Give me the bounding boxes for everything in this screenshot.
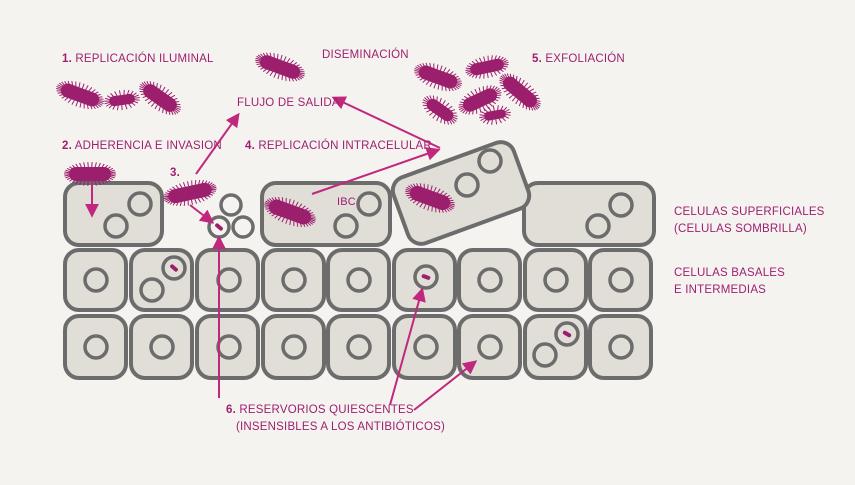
bacterium-icon — [64, 161, 116, 187]
nucleus-icon — [333, 213, 359, 239]
arrow-icon — [389, 287, 426, 406]
step2-label: 2. ADHERENCIA E INVASION — [62, 140, 222, 152]
arrow-icon — [413, 360, 478, 411]
nucleus-icon — [83, 334, 109, 360]
basal-cell — [129, 314, 194, 380]
nucleus-icon — [543, 267, 569, 293]
basal-cell — [523, 314, 588, 380]
step6-label: 6. RESERVORIOS QUIESCENTES(INSENSIBLES A… — [226, 404, 445, 433]
nucleus-icon — [413, 334, 439, 360]
basal-cell — [523, 248, 588, 312]
nucleus-icon — [554, 321, 580, 347]
nucleus-icon — [231, 215, 255, 239]
basal-cell — [326, 314, 391, 380]
step1-label: 1. REPLICACIÓN ILUMINAL — [62, 53, 214, 65]
outflow-label: FLUJO DE SALIDA — [237, 97, 340, 109]
bacterium-icon — [104, 89, 140, 111]
nucleus-icon — [413, 264, 439, 290]
nucleus-icon — [149, 334, 175, 360]
nucleus-icon — [477, 267, 503, 293]
superficial-cell — [522, 181, 656, 247]
bacterium-icon — [421, 274, 431, 280]
step5-label: 5. EXFOLIACIÓN — [532, 53, 625, 65]
nucleus-icon — [346, 334, 372, 360]
nucleus-icon — [608, 192, 634, 218]
arrow-icon — [189, 204, 215, 224]
step4-label: 4. REPLICACIÓN INTRACELULAR — [245, 140, 432, 152]
nucleus-icon — [608, 334, 634, 360]
dissemination-label: DISEMINACIÓN — [322, 49, 409, 61]
bacterium-icon — [405, 183, 455, 213]
basal-cell — [457, 248, 522, 312]
step3-label: 3. — [170, 167, 180, 179]
bacterium-icon — [139, 80, 181, 116]
bacterium-icon — [479, 105, 511, 125]
nucleus-icon — [585, 213, 611, 239]
arrow-icon — [311, 147, 441, 195]
nucleus-icon — [281, 334, 307, 360]
basal-cell — [588, 314, 653, 380]
bacterium-icon — [215, 223, 223, 231]
nucleus-icon — [139, 277, 165, 303]
bacterium-icon — [414, 62, 462, 92]
basal-cell — [588, 248, 653, 312]
bacterium-icon — [465, 55, 509, 79]
nucleus-icon — [103, 213, 129, 239]
basal-cell — [129, 248, 194, 312]
nucleus-icon — [532, 342, 558, 368]
basal-cell — [195, 314, 260, 380]
nucleus-icon — [356, 191, 382, 217]
basal-cell — [195, 248, 260, 312]
basal-cell — [326, 248, 391, 312]
arrow-icon — [195, 112, 240, 175]
nucleus-icon — [608, 267, 634, 293]
nucleus-icon — [83, 267, 109, 293]
bacterium-icon — [499, 73, 541, 111]
basal-cell — [63, 248, 128, 312]
nucleus-icon — [454, 172, 480, 198]
nucleus-icon — [219, 193, 243, 217]
nucleus-icon — [281, 267, 307, 293]
arrow-icon — [331, 96, 441, 149]
bacterium-icon — [163, 179, 217, 207]
bacterium-icon — [562, 330, 572, 338]
nucleus-icon — [346, 267, 372, 293]
bacterium-icon — [170, 264, 178, 272]
bacterium-icon — [422, 95, 458, 125]
bacterium-icon — [458, 85, 502, 115]
basal-cell — [261, 248, 326, 312]
superficial-cells-label: CELULAS SUPERFICIALES(CELULAS SOMBRILLA) — [674, 206, 825, 235]
basal-cell — [392, 314, 457, 380]
bacterium-icon — [264, 196, 316, 228]
nucleus-icon — [477, 334, 503, 360]
basal-cell — [392, 248, 457, 312]
nucleus-icon — [477, 148, 503, 174]
basal-cell — [261, 314, 326, 380]
ibc-label: IBC — [337, 196, 356, 208]
bacterium-icon — [56, 80, 104, 110]
nucleus-icon — [127, 191, 153, 217]
basal-cell — [63, 314, 128, 380]
bacterium-icon — [255, 52, 305, 82]
nucleus-icon — [161, 255, 187, 281]
basal-cell — [457, 314, 522, 380]
